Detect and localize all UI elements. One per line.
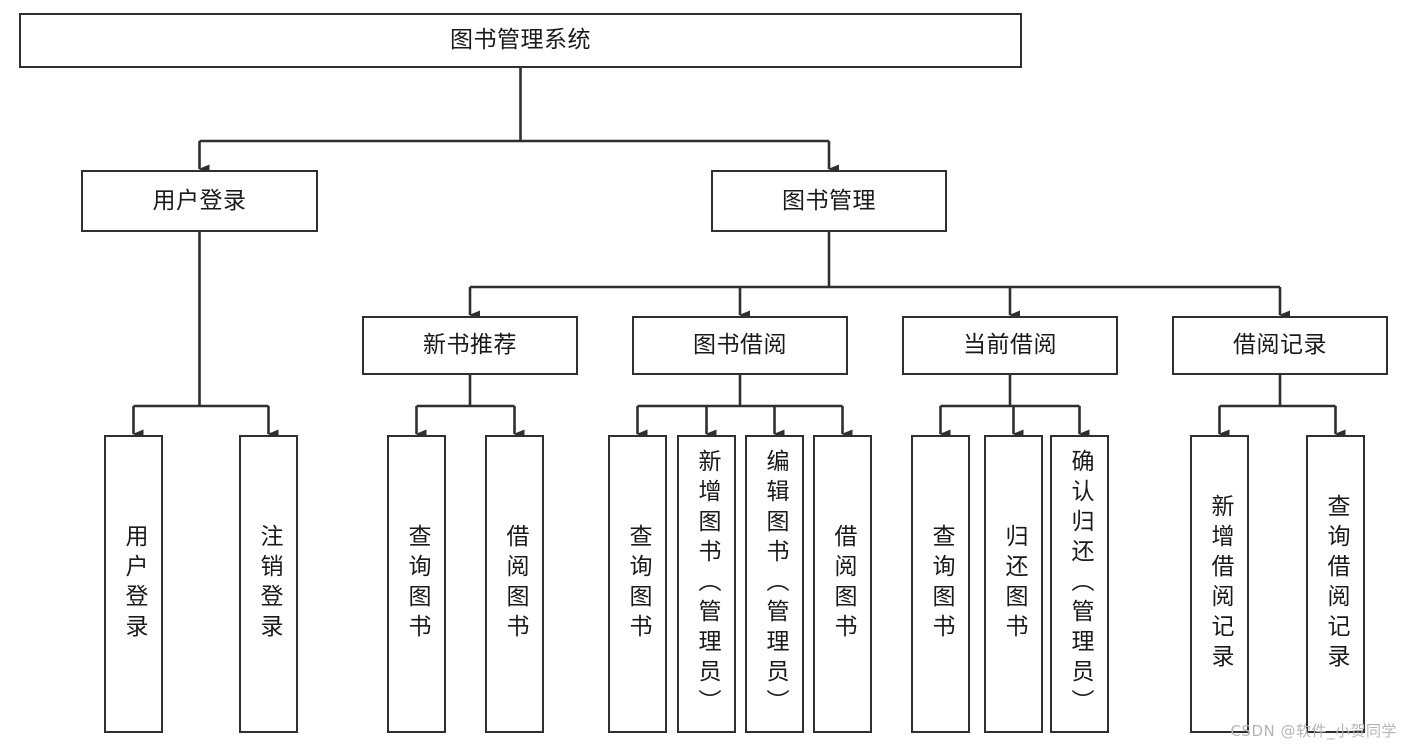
node-leaf-return-book[interactable]: 归还图书 [984, 435, 1043, 733]
node-leaf-confirm-return[interactable]: 确认归还（管理员） [1050, 435, 1109, 733]
node-book-manage[interactable]: 图书管理 [711, 170, 947, 232]
node-current-borrow[interactable]: 当前借阅 [902, 316, 1118, 375]
node-root[interactable]: 图书管理系统 [19, 13, 1022, 68]
node-leaf-query-book-2[interactable]: 查询图书 [608, 435, 667, 733]
node-label: 注销登录 [256, 524, 282, 644]
node-label: 查询借阅记录 [1323, 494, 1349, 674]
node-leaf-add-book[interactable]: 新增图书（管理员） [677, 435, 736, 733]
node-label: 查询图书 [404, 524, 430, 644]
node-leaf-borrow-book-1[interactable]: 借阅图书 [485, 435, 544, 733]
node-label: 用户登录 [121, 524, 147, 644]
node-leaf-add-record[interactable]: 新增借阅记录 [1190, 435, 1249, 733]
node-label: 图书管理系统 [450, 27, 591, 53]
node-leaf-user-logout[interactable]: 注销登录 [239, 435, 298, 733]
node-label: 归还图书 [1001, 524, 1027, 644]
node-label: 图书借阅 [693, 332, 787, 358]
node-leaf-query-book-3[interactable]: 查询图书 [911, 435, 970, 733]
node-label: 借阅图书 [502, 524, 528, 644]
node-leaf-query-record[interactable]: 查询借阅记录 [1306, 435, 1365, 733]
node-label: 新书推荐 [423, 332, 517, 358]
node-leaf-query-book-1[interactable]: 查询图书 [387, 435, 446, 733]
node-label: 确认归还（管理员） [1067, 449, 1093, 719]
node-label: 图书管理 [782, 187, 876, 214]
node-book-borrow[interactable]: 图书借阅 [632, 316, 848, 375]
node-label: 编辑图书（管理员） [762, 449, 788, 719]
watermark-text: CSDN @软件_小贺同学 [1230, 722, 1397, 740]
node-leaf-borrow-book-2[interactable]: 借阅图书 [813, 435, 872, 733]
node-label: 新增借阅记录 [1207, 494, 1233, 674]
node-new-book-recommend[interactable]: 新书推荐 [362, 316, 578, 375]
node-leaf-user-login[interactable]: 用户登录 [104, 435, 163, 733]
node-label: 用户登录 [152, 187, 247, 214]
node-label: 当前借阅 [963, 332, 1057, 358]
node-user-login[interactable]: 用户登录 [81, 170, 318, 232]
node-label: 借阅图书 [830, 524, 856, 644]
node-leaf-edit-book[interactable]: 编辑图书（管理员） [745, 435, 804, 733]
node-borrow-record[interactable]: 借阅记录 [1172, 316, 1388, 375]
node-label: 查询图书 [928, 524, 954, 644]
node-label: 借阅记录 [1233, 332, 1327, 358]
node-label: 查询图书 [625, 524, 651, 644]
node-label: 新增图书（管理员） [694, 449, 720, 719]
